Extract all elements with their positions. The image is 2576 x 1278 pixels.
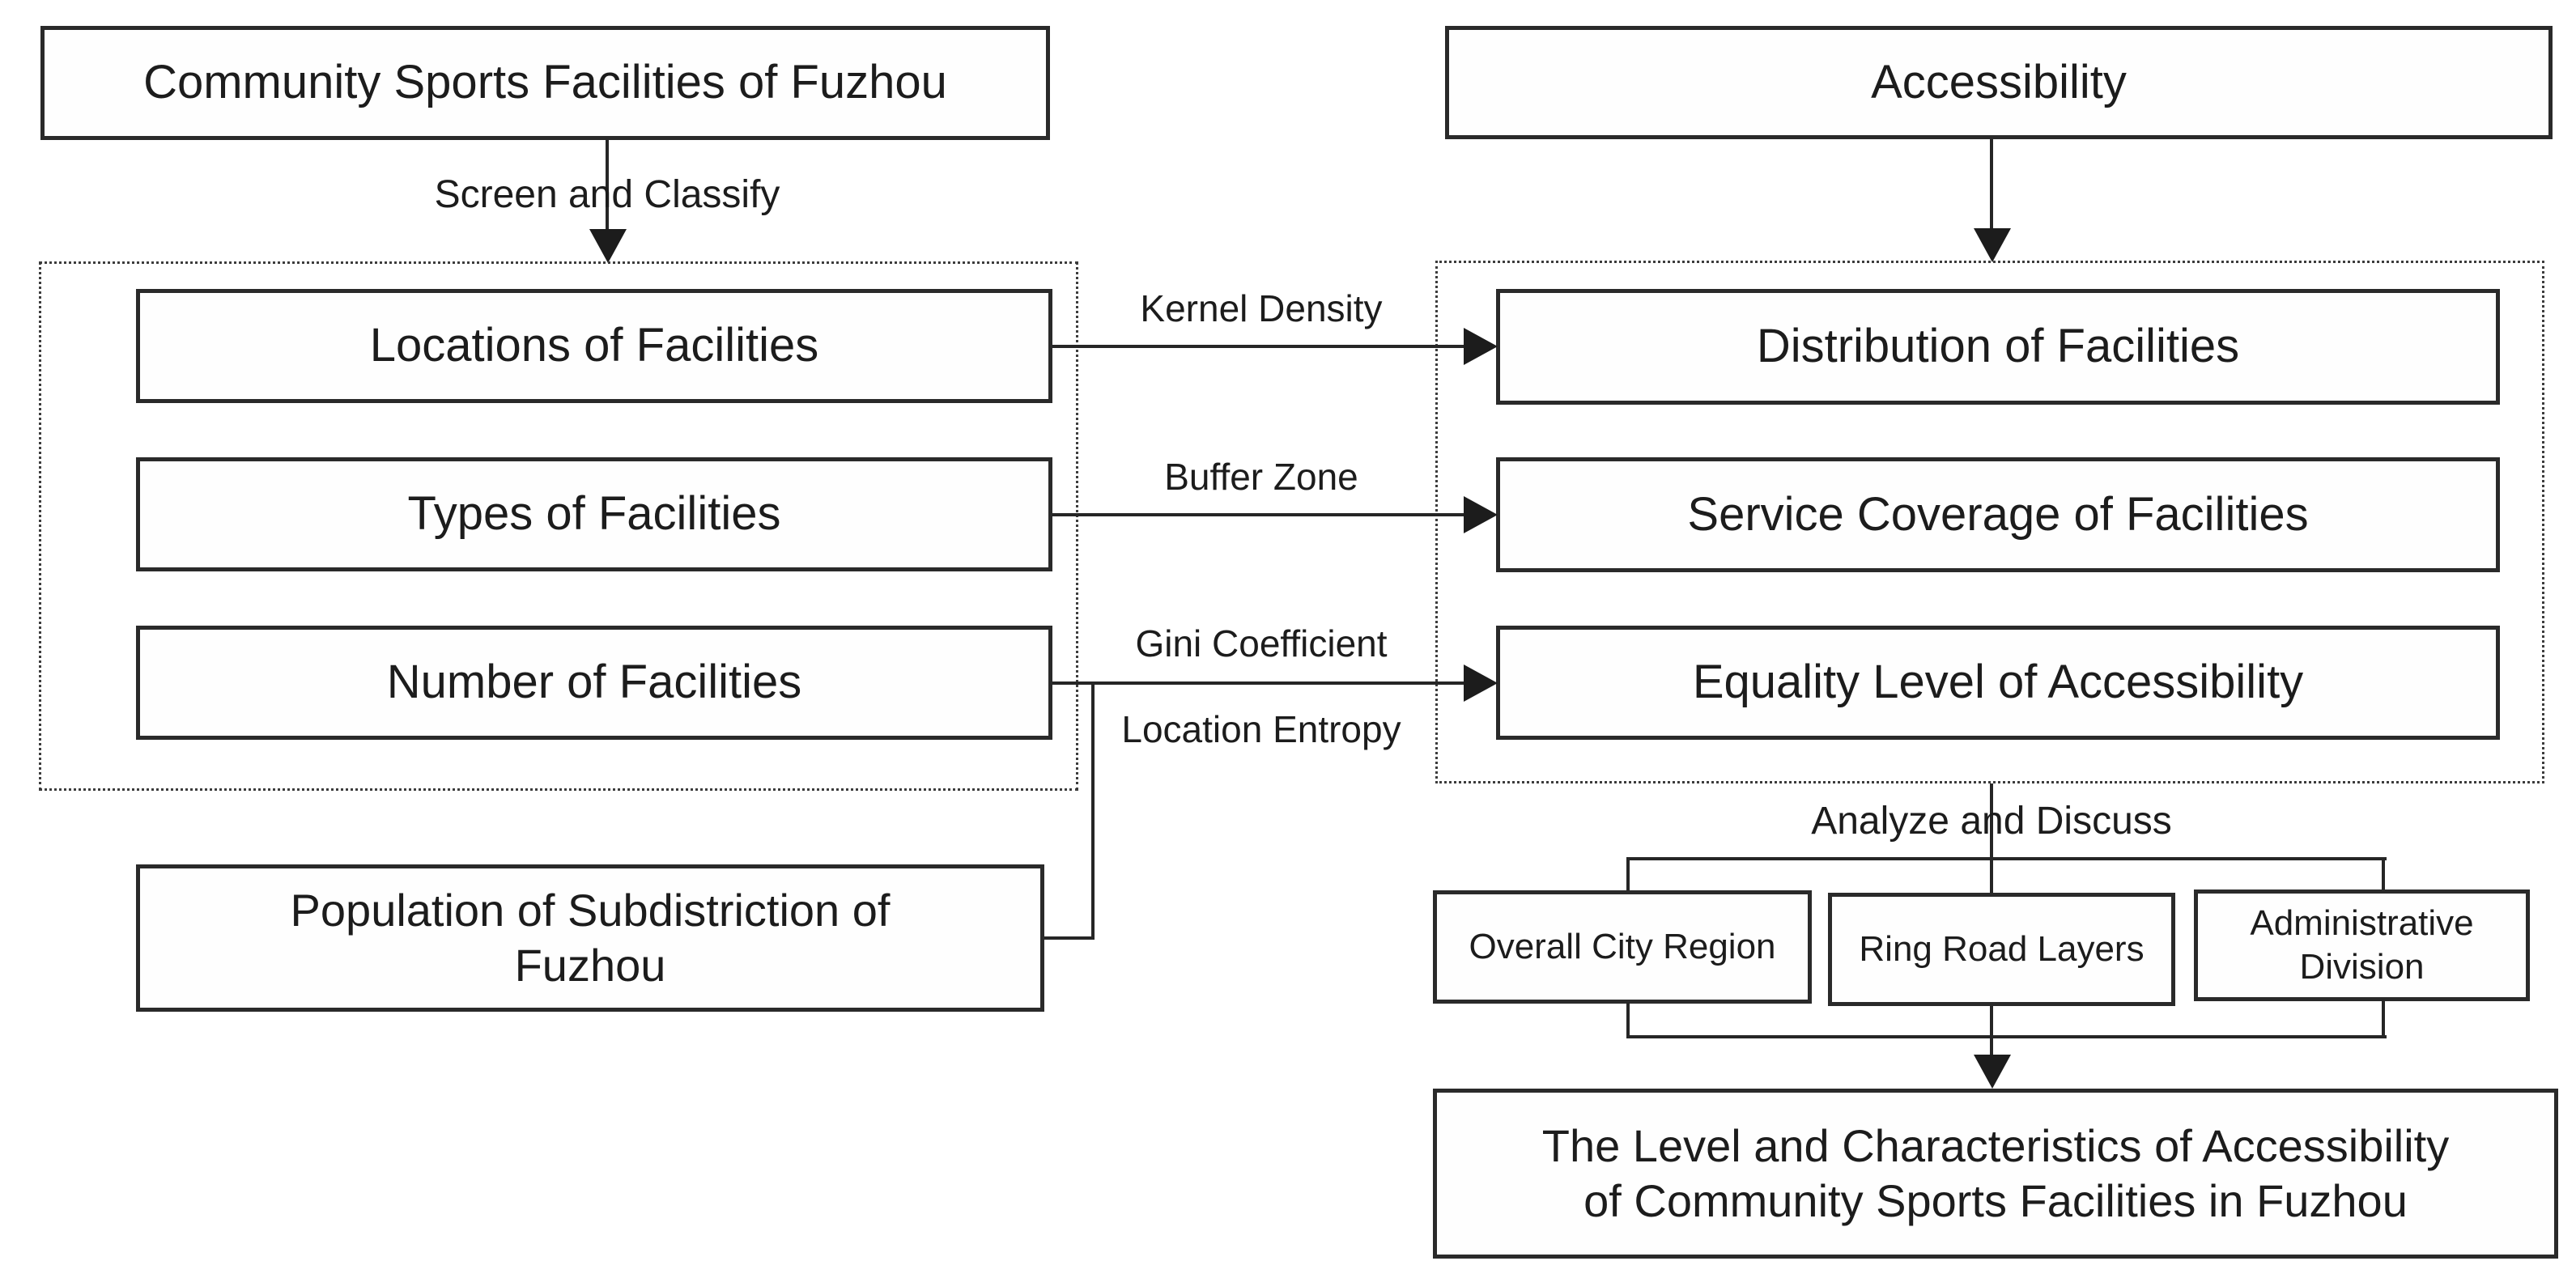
connector-population-elbow-vertical — [1091, 683, 1095, 940]
edge-label-location-entropy: Location Entropy — [1121, 708, 1401, 750]
arrowhead-down-icon — [1974, 228, 2011, 262]
node-population-subdistriction: Population of Subdistriction of Fuzhou — [136, 864, 1044, 1012]
node-accessibility: Accessibility — [1445, 26, 2553, 139]
node-equality-level: Equality Level of Accessibility — [1496, 626, 2500, 740]
bracket-top-left-stub — [1626, 857, 1630, 894]
node-number-of-facilities: Number of Facilities — [136, 626, 1052, 740]
node-community-sports-facilities: Community Sports Facilities of Fuzhou — [40, 26, 1050, 140]
bracket-top — [1626, 857, 2387, 860]
node-types-of-facilities: Types of Facilities — [136, 457, 1052, 571]
admin-line2: Division — [2299, 947, 2425, 987]
population-line2: Fuzhou — [514, 940, 666, 991]
connector-kernel-density — [1052, 345, 1467, 348]
left-dotted-container — [39, 261, 1078, 791]
edge-label-analyze-and-discuss: Analyze and Discuss — [1811, 800, 2172, 843]
arrowhead-right-icon — [1464, 328, 1498, 365]
bracket-top-right-stub — [2382, 857, 2385, 893]
bracket-bottom-left-stub — [1626, 1002, 1630, 1038]
node-service-coverage: Service Coverage of Facilities — [1496, 457, 2500, 572]
edge-label-kernel-density: Kernel Density — [1140, 287, 1383, 329]
connector-community-to-left-group — [606, 140, 609, 234]
admin-line1: Administrative — [2250, 903, 2474, 944]
edge-label-gini-coefficient: Gini Coefficient — [1135, 622, 1388, 664]
connector-buffer-zone — [1052, 513, 1467, 516]
final-line2: of Community Sports Facilities in Fuzhou — [1583, 1175, 2408, 1226]
edge-label-buffer-zone: Buffer Zone — [1164, 456, 1358, 498]
final-line1: The Level and Characteristics of Accessi… — [1541, 1119, 2450, 1171]
arrowhead-right-icon — [1464, 496, 1498, 533]
right-dotted-container — [1435, 261, 2544, 783]
node-ring-road-layers: Ring Road Layers — [1828, 893, 2175, 1006]
connector-gini-location-entropy — [1052, 681, 1467, 685]
connector-population-elbow-horizontal — [1044, 936, 1095, 940]
node-administrative-division: Administrative Division — [2194, 890, 2530, 1001]
arrowhead-right-icon — [1464, 664, 1498, 702]
arrowhead-down-icon — [1974, 1055, 2011, 1089]
node-overall-city-region: Overall City Region — [1433, 890, 1812, 1004]
population-line1: Population of Subdistriction of — [290, 884, 891, 936]
connector-right-group-to-analysis — [1990, 783, 1993, 894]
node-final-conclusion: The Level and Characteristics of Accessi… — [1433, 1089, 2558, 1259]
arrowhead-down-icon — [589, 229, 627, 263]
bracket-bottom-right-stub — [2382, 1000, 2385, 1038]
node-distribution-of-facilities: Distribution of Facilities — [1496, 289, 2500, 405]
node-locations-of-facilities: Locations of Facilities — [136, 289, 1052, 403]
bracket-bottom — [1626, 1035, 2387, 1038]
edge-label-screen-and-classify: Screen and Classify — [434, 173, 780, 216]
connector-analysis-to-final — [1990, 1006, 1993, 1063]
connector-accessibility-to-right-group — [1990, 139, 1993, 233]
